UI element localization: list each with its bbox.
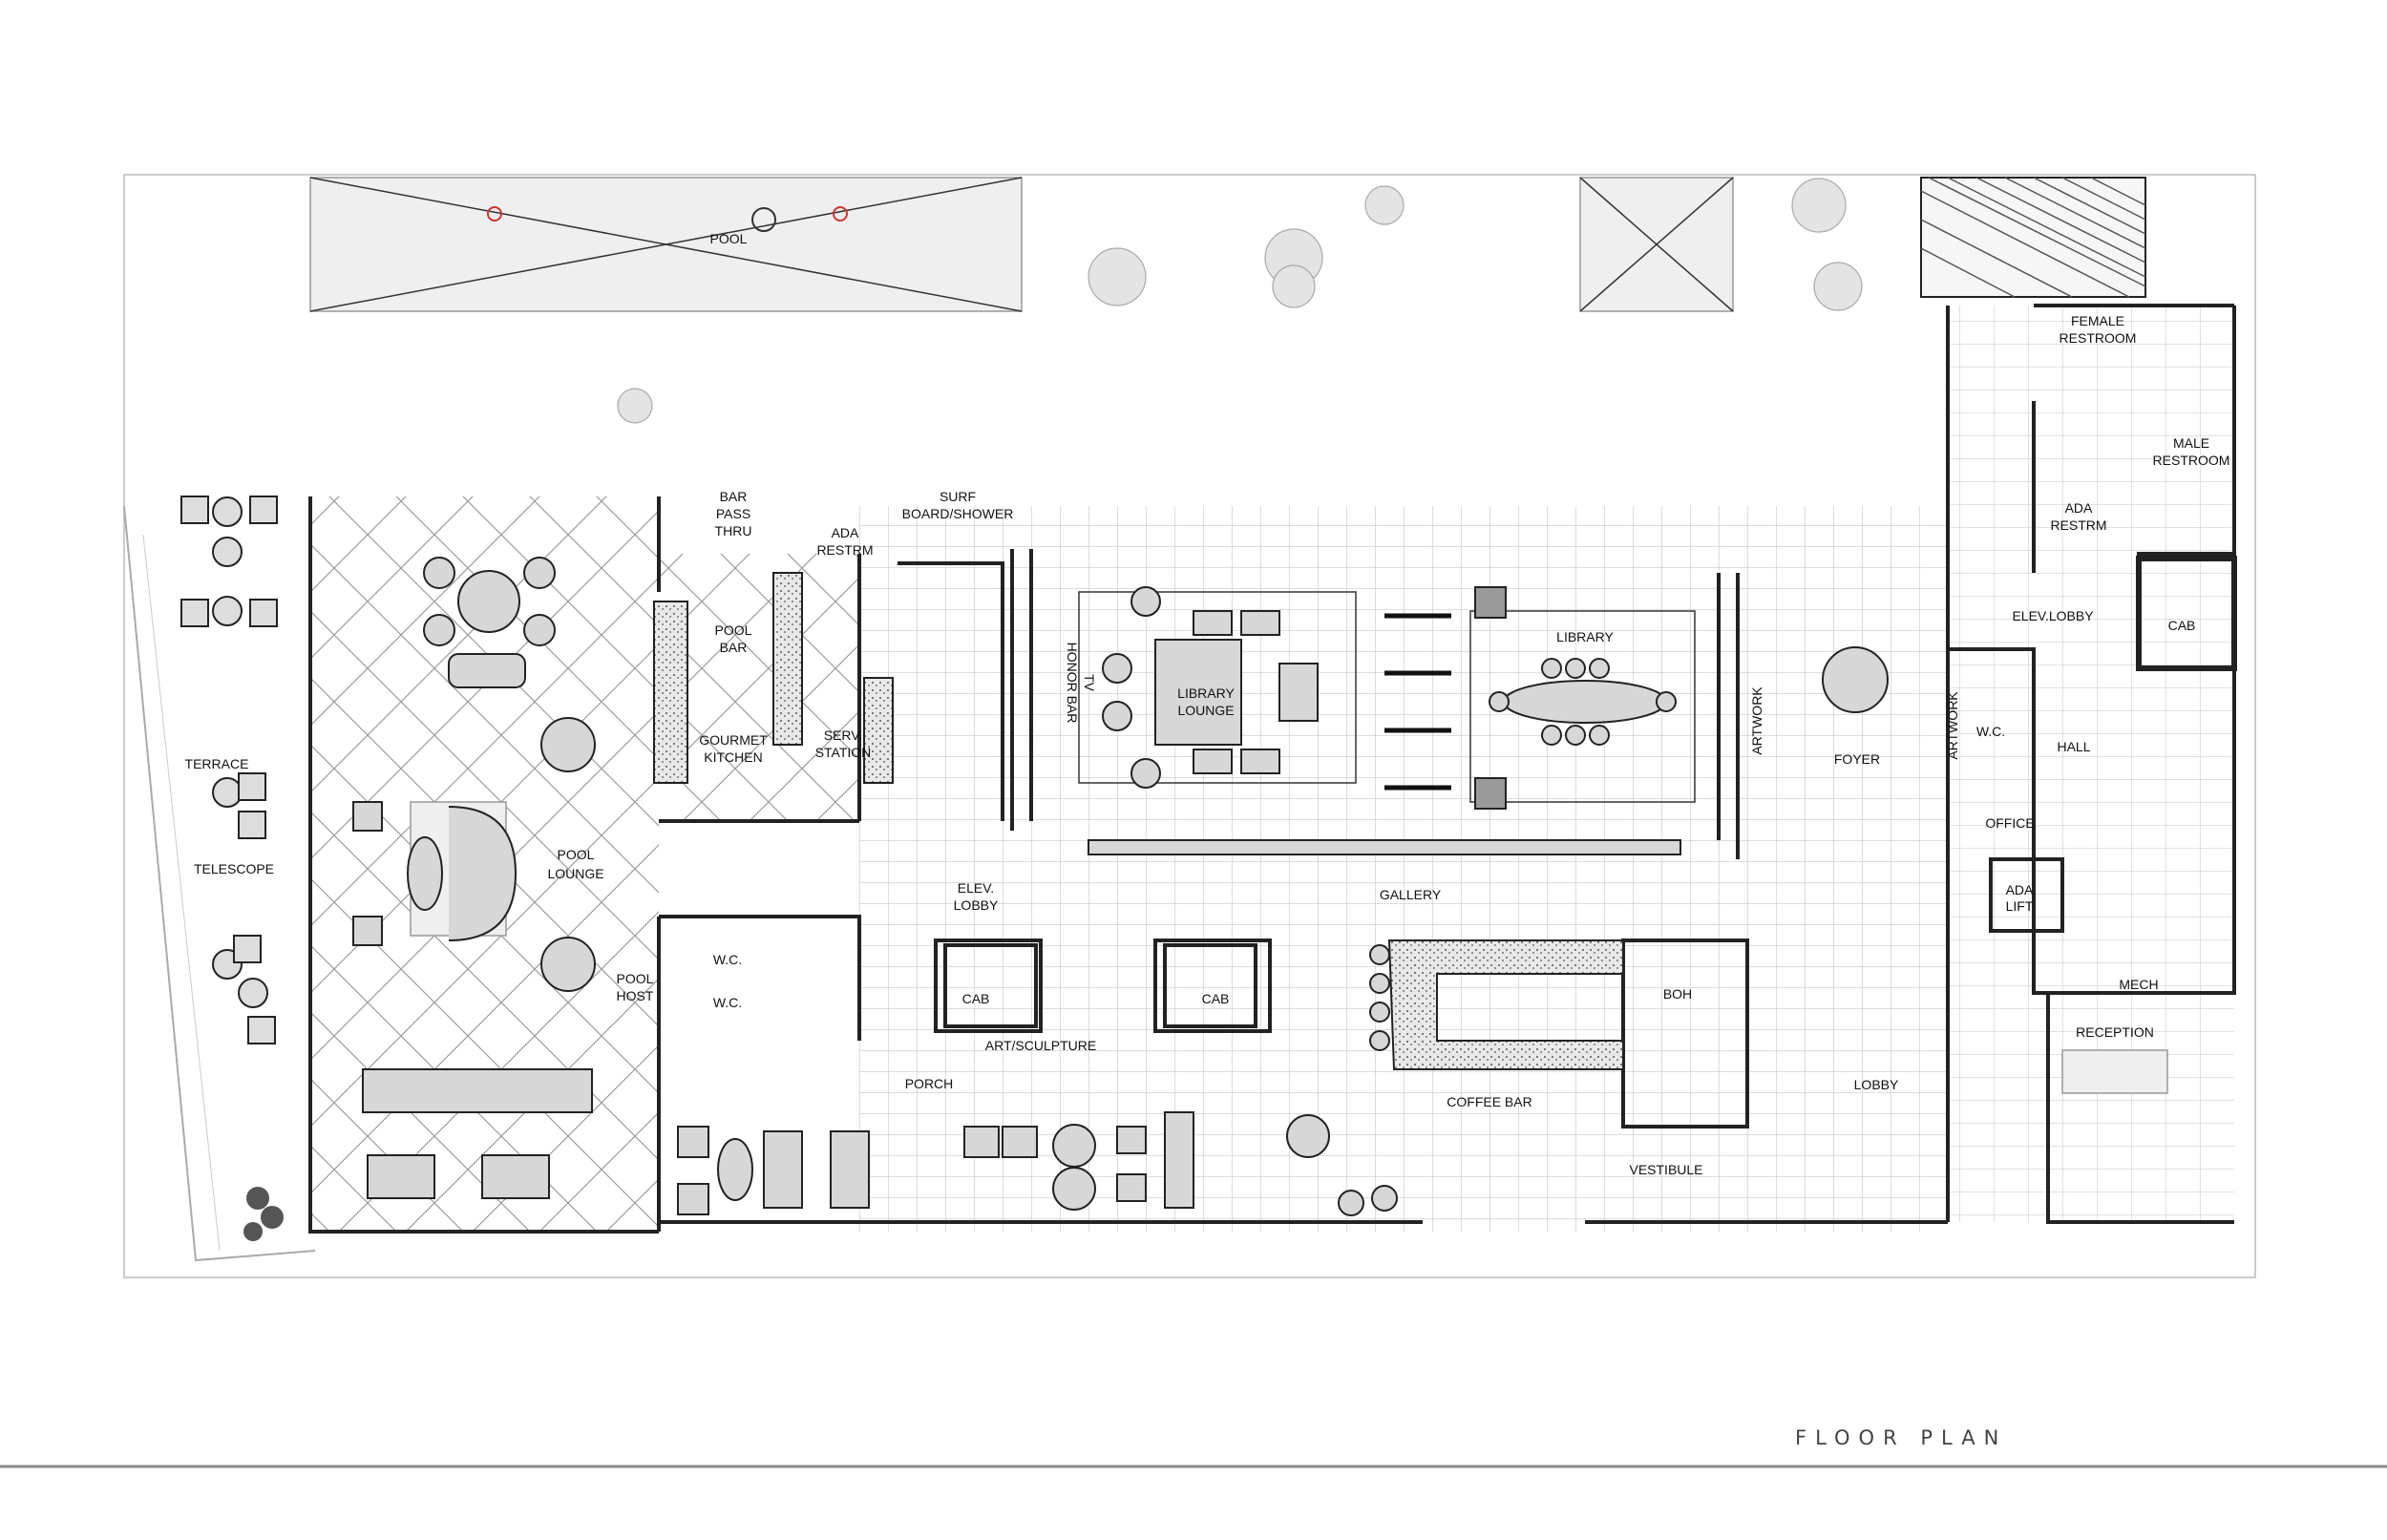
pool-bar-counter [653,572,894,784]
label-ada-lift-2: LIFT [2006,898,2034,914]
kitchen-floor [659,554,859,821]
label-female-restroom-1: FEMALE [2071,313,2124,328]
label-office: OFFICE [1985,815,2034,831]
label-pool-bar-1: POOL [715,622,752,638]
reception-desk [2061,1049,2168,1094]
library-table [1474,586,1677,810]
label-male-restroom-2: RESTROOM [2153,453,2230,468]
room-labels: POOL TERRACE TELESCOPE POOL LOUNGE POOL … [185,231,2230,1177]
gallery-ledge [1088,839,1681,855]
library-bands [1384,613,1451,791]
label-hall: HALL [2057,739,2090,754]
label-wc-1: W.C. [713,952,742,967]
label-honor-bar-1: HONOR BAR [1065,643,1080,724]
label-ada-restrm-2: RESTRM [816,542,873,558]
label-pool-bar-2: BAR [720,640,748,655]
label-gourmet-kitchen-2: KITCHEN [704,749,762,765]
label-boh: BOH [1663,986,1692,1002]
label-terrace: TERRACE [185,756,249,771]
cab-1-box [943,943,1038,1028]
label-pool: POOL [710,231,748,246]
label-pool-host-2: HOST [617,988,654,1003]
cab-3-box [2136,556,2237,671]
stair-hatch [1920,177,2146,298]
label-lobby: LOBBY [1854,1077,1899,1092]
label-artwork-wc: ARTWORK [1945,691,1960,760]
label-elev-lobby-right: ELEV.LOBBY [2012,608,2094,623]
drawing-title: FLOOR PLAN [1795,1426,2007,1449]
label-library-lounge-2: LOUNGE [1177,703,1234,718]
coffee-bar-counter [1286,939,1624,1216]
label-reception: RECEPTION [2076,1024,2154,1040]
label-cab-3: CAB [2168,618,2196,633]
label-elev-lobby-1: ELEV. [958,880,994,896]
label-wc-2: W.C. [713,995,742,1010]
label-pool-lounge-1: POOL [558,847,595,862]
label-pool-host-1: POOL [617,971,654,986]
label-ada-restrm-right-2: RESTRM [2050,517,2106,533]
label-honor-bar-2: TV [1082,674,1097,692]
label-foyer: FOYER [1834,751,1880,767]
label-pool-lounge-2: LOUNGE [547,866,603,881]
label-library: LIBRARY [1556,629,1614,644]
landscape-plants [617,178,1863,424]
foyer-round-table [1822,646,1889,713]
label-serv-station-1: SERV. [824,728,862,743]
label-surf-1: SURF [940,489,976,504]
label-ada-restrm-1: ADA [832,525,859,540]
label-surf-2: BOARD/SHOWER [902,506,1014,521]
label-vestibule: VESTIBULE [1629,1162,1702,1177]
label-telescope: TELESCOPE [194,861,274,876]
porch-furniture [677,1111,1194,1215]
main-floor-grid [859,506,1948,1232]
label-ada-lift-1: ADA [2006,882,2034,897]
label-wc-3: W.C. [1976,724,2005,739]
label-female-restroom-2: RESTROOM [2060,330,2137,346]
label-coffee-bar: COFFEE BAR [1447,1094,1531,1109]
label-cab-1: CAB [962,991,990,1006]
label-art-sculpture: ART/SCULPTURE [985,1038,1096,1053]
label-cab-2: CAB [1202,991,1230,1006]
label-gallery: GALLERY [1380,887,1442,902]
label-porch: PORCH [905,1076,954,1091]
label-bar-pass-thru-1: BAR [720,489,748,504]
terrace-area [123,496,316,1262]
label-mech: MECH [2119,977,2158,992]
label-elev-lobby-2: LOBBY [954,897,999,913]
pool-lounge-furniture [352,557,596,1199]
cab-2-box [1163,943,1257,1028]
label-artwork-library: ARTWORK [1749,686,1764,755]
label-bar-pass-thru-3: THRU [715,523,752,538]
label-bar-pass-thru-2: PASS [716,506,750,521]
label-gourmet-kitchen-1: GOURMET [699,732,768,748]
library-lounge-furniture [1102,586,1319,789]
label-male-restroom-1: MALE [2173,435,2209,451]
pool-deck [309,177,1734,312]
label-library-lounge-1: LIBRARY [1177,686,1235,701]
label-ada-restrm-right-1: ADA [2065,500,2093,516]
label-serv-station-2: STATION [815,745,872,760]
